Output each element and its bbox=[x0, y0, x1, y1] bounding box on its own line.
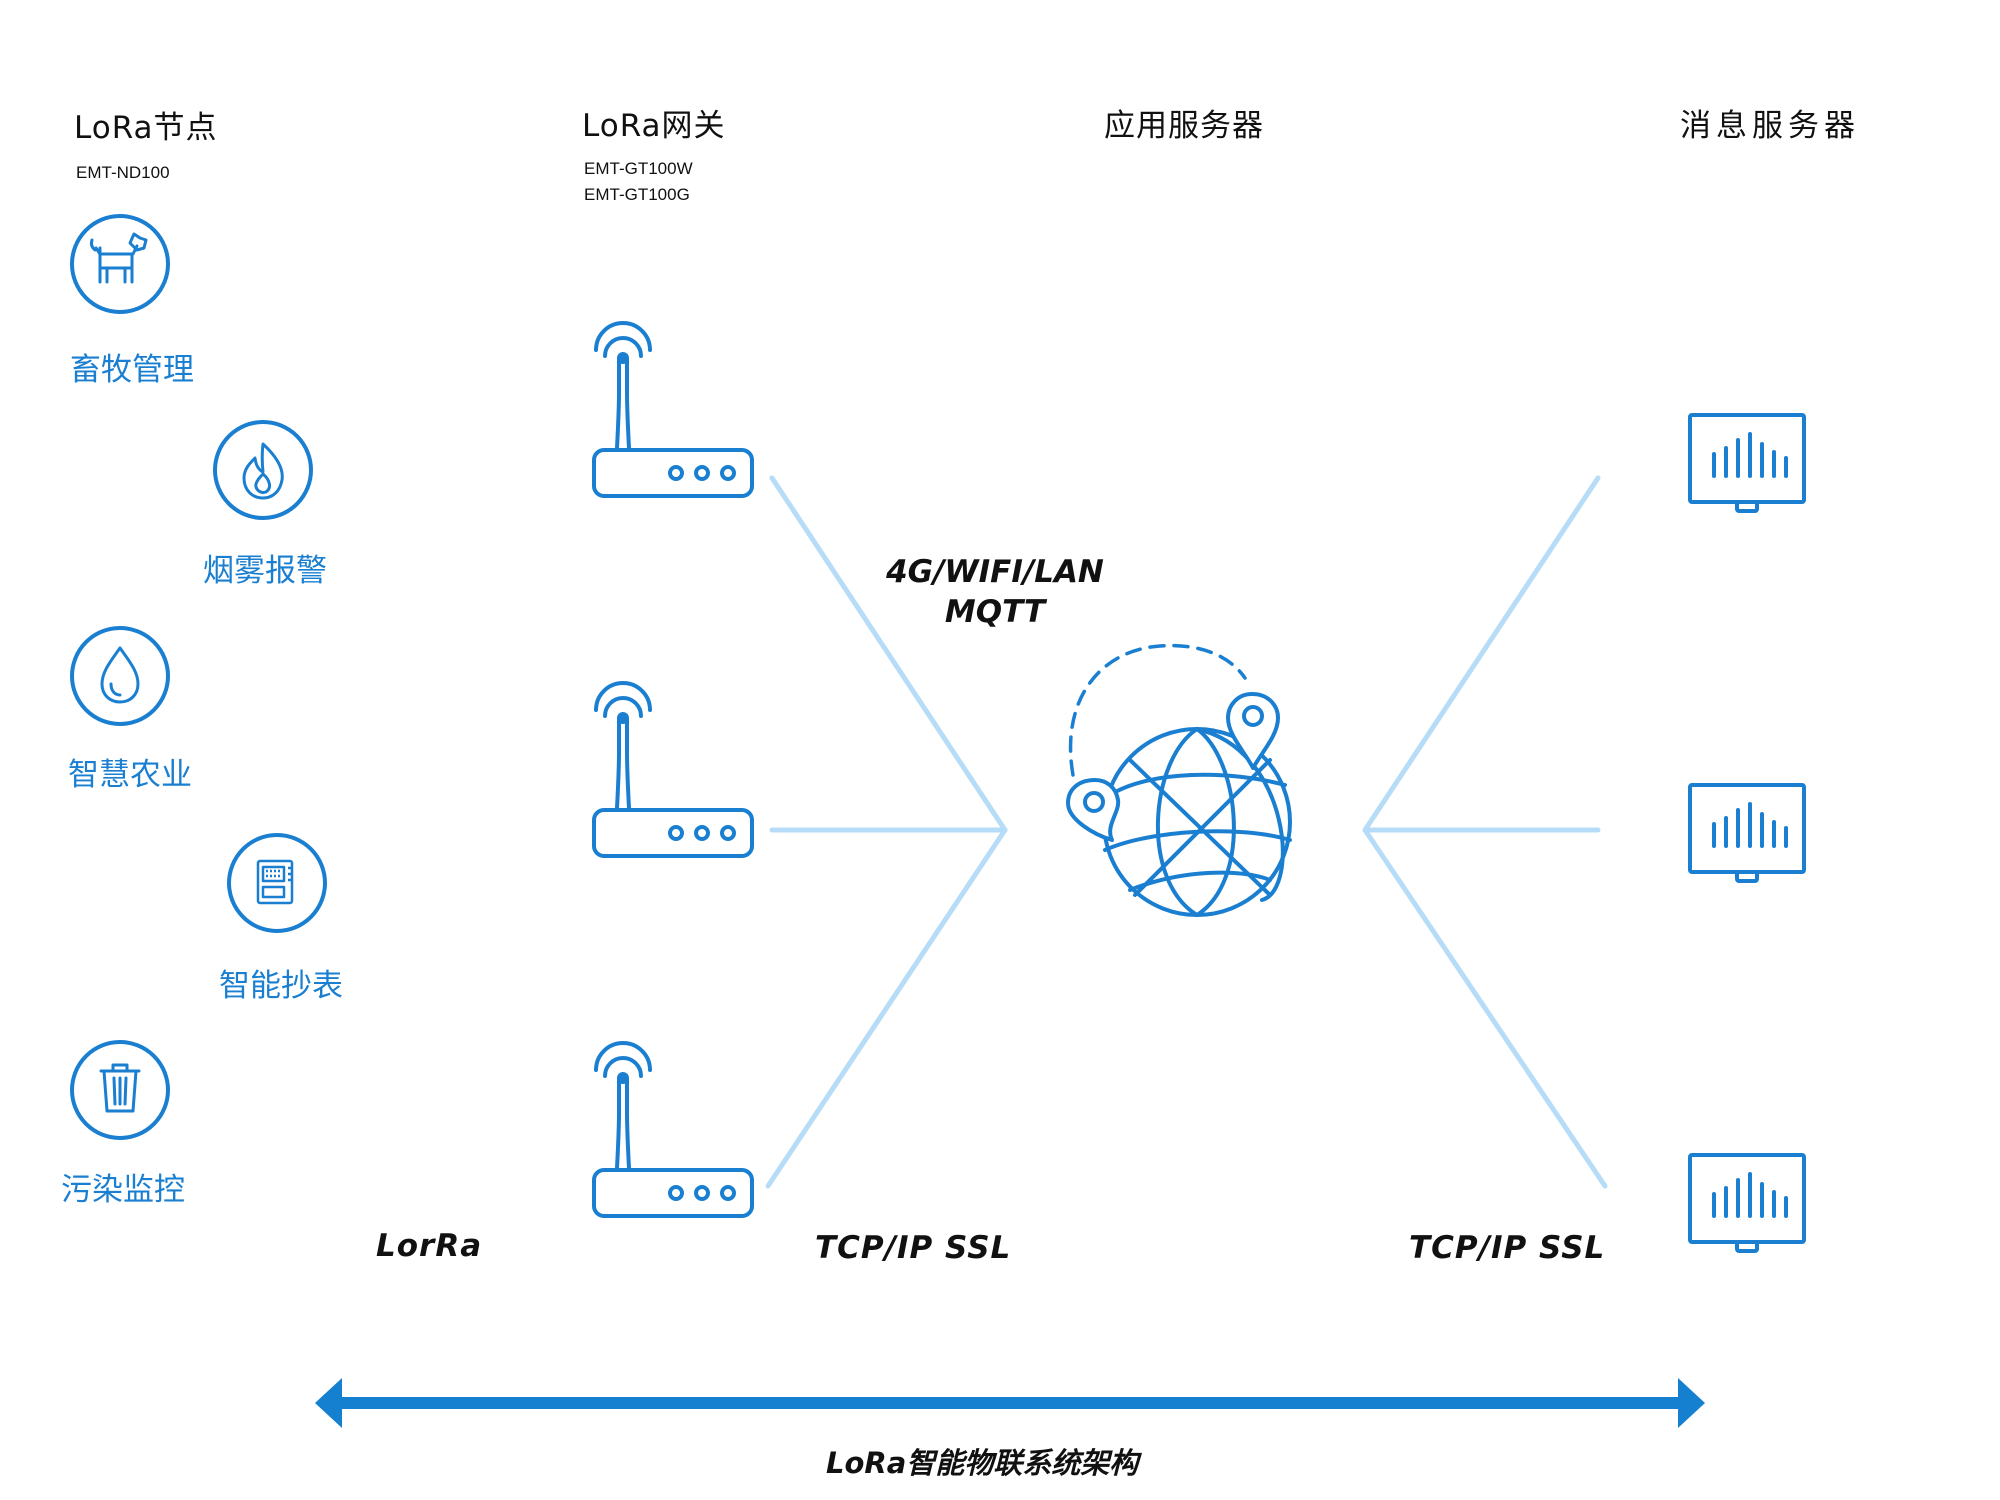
server-monitor-icon bbox=[1688, 783, 1806, 883]
router-icon bbox=[592, 321, 754, 498]
lora-protocol-label: LorRa bbox=[376, 1228, 483, 1264]
node-label-smart-meter: 智能抄表 bbox=[219, 968, 343, 1004]
nodes-column-title: LoRa节点 bbox=[74, 110, 218, 146]
gateway-model: EMT-GT100G bbox=[584, 185, 690, 204]
connector-line bbox=[765, 827, 1008, 1189]
tcp-right-label: TCP/IP SSL bbox=[1409, 1230, 1606, 1266]
nodes-model: EMT-ND100 bbox=[76, 163, 170, 182]
flame-icon bbox=[213, 420, 313, 520]
globe-icon bbox=[1066, 643, 1292, 917]
center-protocol-line1: 4G/WIFI/LAN bbox=[886, 554, 1104, 590]
center-protocol-line2: MQTT bbox=[944, 594, 1046, 630]
router-icon bbox=[592, 681, 754, 858]
server-monitor-icon bbox=[1688, 1153, 1806, 1253]
footer-title: LoRa智能物联系统架构 bbox=[826, 1446, 1139, 1480]
dog-icon bbox=[70, 214, 170, 314]
connector-line bbox=[1362, 827, 1608, 1189]
gateway-model: EMT-GT100W bbox=[584, 159, 693, 178]
app-server-column-title: 应用服务器 bbox=[1104, 108, 1264, 144]
trash-bin-icon bbox=[70, 1040, 170, 1140]
server-monitor-icon bbox=[1688, 413, 1806, 513]
node-label-livestock: 畜牧管理 bbox=[70, 352, 194, 388]
router-icon bbox=[592, 1041, 754, 1218]
tcp-left-label: TCP/IP SSL bbox=[815, 1230, 1012, 1266]
connector-line bbox=[1362, 475, 1601, 833]
center-protocol-label: 4G/WIFI/LAN MQTT bbox=[880, 552, 1110, 632]
node-label-smoke-alarm: 烟雾报警 bbox=[203, 553, 327, 589]
double-arrow-icon bbox=[315, 1378, 1705, 1428]
node-label-pollution-monitor: 污染监控 bbox=[61, 1172, 185, 1208]
gateway-column-title: LoRa网关 bbox=[582, 108, 726, 144]
node-label-smart-agriculture: 智慧农业 bbox=[68, 757, 192, 793]
msg-server-column-title: 消息服务器 bbox=[1680, 108, 1860, 144]
water-drop-icon bbox=[70, 626, 170, 726]
connector-lines bbox=[765, 475, 1608, 1189]
connector-line bbox=[769, 475, 1008, 833]
meter-icon bbox=[227, 833, 327, 933]
